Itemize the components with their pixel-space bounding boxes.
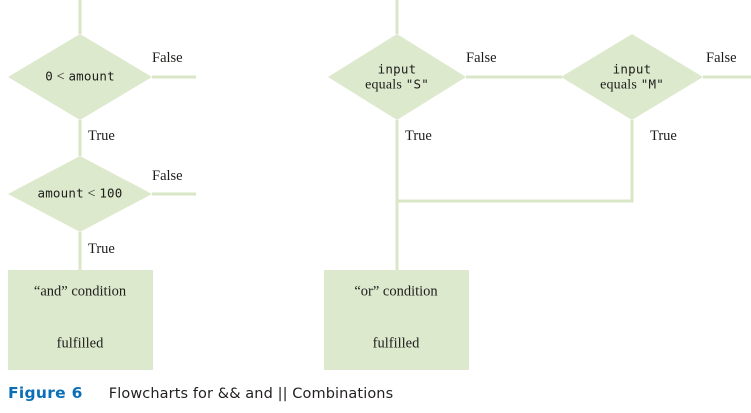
branch-label-or-d2-true: True (650, 128, 677, 144)
process-node-or-fulfilled (324, 270, 469, 370)
process-label-and-line1: “and” condition (33, 283, 127, 300)
branch-label-or-d2-false: False (706, 50, 737, 66)
decision-label-amount-lt-100: amount < 100 (37, 185, 123, 202)
branch-label-and-d1-true: True (88, 128, 115, 144)
process-label-or-line2: fulfilled (372, 335, 420, 352)
connector-or-d2-true (397, 120, 634, 203)
decision-node-amount-lt-100 (8, 156, 152, 232)
decision-label-0-lt-amount: 0 < amount (45, 68, 115, 85)
process-label-and-fulfilled: “and” condition fulfilled (34, 250, 126, 387)
flowchart-canvas (8, 0, 751, 370)
branch-label-and-d2-true: True (88, 241, 115, 257)
process-label-and-line2: fulfilled (56, 335, 104, 352)
figure-caption: Figure 6 Flowcharts for && and || Combin… (8, 384, 748, 408)
process-label-or-fulfilled: “or” condition fulfilled (354, 250, 437, 387)
branch-label-and-d1-false: False (152, 50, 183, 66)
figure-caption-title: Flowcharts for && and || Combinations (108, 386, 394, 402)
branch-label-or-d1-false: False (466, 50, 497, 66)
process-node-and-fulfilled (8, 270, 153, 370)
branch-label-or-d1-true: True (405, 128, 432, 144)
decision-node-0-lt-amount (8, 34, 152, 120)
figure-caption-number: Figure 6 (8, 384, 83, 402)
decision-node-input-equals-s (328, 34, 466, 120)
branch-label-and-d2-false: False (152, 168, 183, 184)
process-label-or-line1: “or” condition (354, 283, 438, 300)
decision-node-input-equals-m (561, 34, 703, 120)
